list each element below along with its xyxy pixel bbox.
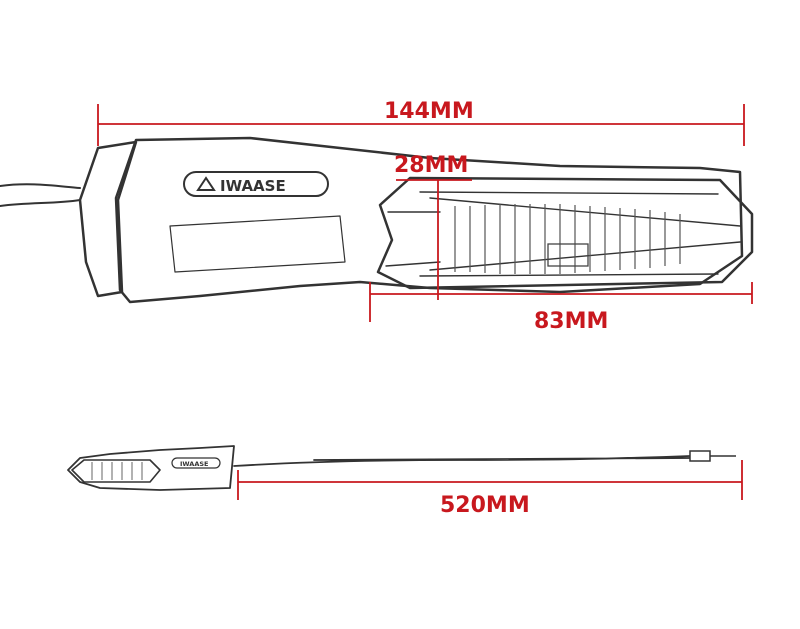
small-logo-text: IWAASE [180, 460, 208, 468]
indicator-small: IWAASE [67, 445, 736, 491]
lens-inner [385, 191, 741, 277]
small-logo-badge [171, 457, 221, 469]
brand-logo-icon [196, 176, 216, 191]
overall-length-label: 144MM [384, 99, 474, 124]
logo-badge: IWAASE [183, 171, 329, 197]
small-lens-ribs [91, 462, 143, 480]
cable-length-label: 520MM [440, 493, 530, 518]
small-lens [71, 459, 161, 483]
brand-logo-text: IWAASE [220, 177, 286, 195]
housing-highlight [169, 215, 346, 273]
lens-length-label: 83MM [534, 309, 608, 334]
lens-ribs [454, 204, 681, 274]
small-housing [67, 445, 235, 491]
lens-chip [547, 243, 589, 267]
connector-plug [689, 450, 711, 462]
cable-stub [0, 183, 81, 207]
indicator-large: IWAASE [0, 136, 754, 304]
dimension-lines [97, 104, 753, 500]
housing-body [114, 136, 744, 304]
lens-height-label: 28MM [394, 153, 468, 178]
long-cable [233, 455, 691, 467]
lens-outer [376, 176, 754, 290]
